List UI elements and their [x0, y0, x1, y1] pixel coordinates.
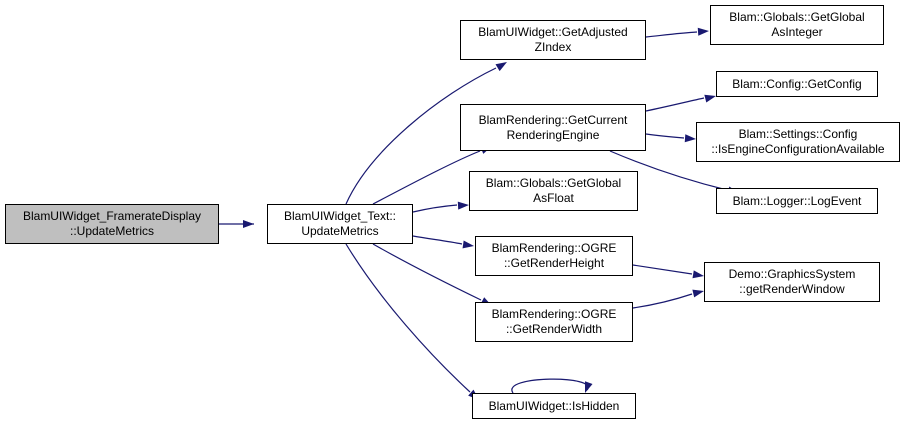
edge-n11-n10 — [632, 293, 693, 309]
arrowhead-n1-n2 — [495, 62, 507, 72]
node-label-line: UpdateMetrics — [301, 224, 379, 238]
edge-n2-n3 — [645, 31, 698, 38]
node-label-line: AsInteger — [771, 25, 823, 39]
node-framerate-display-update-metrics[interactable]: BlamUIWidget_FramerateDisplay ::UpdateMe… — [5, 204, 219, 244]
node-get-global-as-float[interactable]: Blam::Globals::GetGlobal AsFloat — [469, 171, 638, 211]
edge-n4-n7 — [609, 150, 728, 191]
node-text-update-metrics[interactable]: BlamUIWidget_Text:: UpdateMetrics — [267, 204, 413, 244]
arrowhead-n9-n10 — [692, 270, 704, 279]
node-label-line: BlamUIWidget_Text:: — [283, 209, 397, 223]
node-label-line: Demo::GraphicsSystem — [728, 267, 856, 281]
node-label-line: BlamRendering::OGRE — [491, 307, 617, 321]
node-label-line: Blam::Logger::LogEvent — [732, 193, 862, 208]
edge-n9-n10 — [632, 264, 693, 275]
edge-n1-n11 — [372, 243, 482, 301]
node-label-line: Blam::Globals::GetGlobal — [485, 176, 622, 190]
edge-n1-n12 — [345, 243, 471, 393]
arrowhead-n1-n8 — [457, 201, 469, 210]
node-label-line: RenderingEngine — [506, 127, 600, 142]
node-label-line: BlamUIWidget::GetAdjusted — [478, 25, 628, 39]
node-label-line: Blam::Settings::Config — [738, 127, 858, 141]
arrowhead-n4-n6 — [684, 134, 696, 143]
node-label-line: ::IsEngineConfigurationAvailable — [711, 142, 885, 156]
edge-n1-n4 — [372, 150, 481, 205]
node-label-line: BlamUIWidget_FramerateDisplay — [22, 209, 202, 223]
node-get-current-rendering-engine[interactable]: BlamRendering::GetCurrent RenderingEngin… — [460, 104, 646, 151]
node-get-adjusted-zindex[interactable]: BlamUIWidget::GetAdjusted ZIndex — [460, 20, 646, 60]
node-label-line: ::GetRenderHeight — [503, 256, 605, 270]
edge-n1-n8 — [412, 204, 458, 213]
node-get-global-as-integer[interactable]: Blam::Globals::GetGlobal AsInteger — [710, 5, 884, 45]
node-log-event[interactable]: Blam::Logger::LogEvent — [716, 188, 878, 214]
node-get-render-window[interactable]: Demo::GraphicsSystem ::getRenderWindow — [704, 262, 880, 302]
node-is-engine-configuration-available[interactable]: Blam::Settings::Config ::IsEngineConfigu… — [696, 122, 900, 162]
arrowhead-n4-n5 — [704, 94, 716, 103]
edge-n1-n9 — [412, 235, 463, 245]
edge-n4-n5 — [645, 97, 705, 112]
node-get-render-height[interactable]: BlamRendering::OGRE ::GetRenderHeight — [475, 236, 633, 276]
arrowhead-n1-n9 — [462, 240, 474, 249]
arrowhead-n0-n1 — [243, 220, 254, 228]
edge-n4-n6 — [645, 133, 685, 139]
node-label-line: BlamRendering::OGRE — [491, 241, 617, 255]
node-is-hidden[interactable]: BlamUIWidget::IsHidden — [472, 393, 636, 419]
arrowhead-n12-n12 — [585, 381, 593, 393]
edge-n1-n2 — [345, 67, 497, 205]
node-get-config[interactable]: Blam::Config::GetConfig — [716, 71, 878, 97]
arrowhead-n11-n10 — [692, 289, 704, 298]
node-label-line: ZIndex — [534, 40, 572, 54]
arrowhead-n2-n3 — [697, 27, 709, 36]
node-label-line: ::getRenderWindow — [739, 282, 845, 296]
edge-n12-n12 — [511, 378, 589, 394]
node-label-line: BlamRendering::GetCurrent — [478, 112, 628, 127]
node-label-line: Blam::Config::GetConfig — [732, 76, 862, 91]
node-get-render-width[interactable]: BlamRendering::OGRE ::GetRenderWidth — [475, 302, 633, 342]
node-label-line: AsFloat — [533, 191, 574, 205]
node-label-line: BlamUIWidget::IsHidden — [488, 398, 620, 413]
node-label-line: Blam::Globals::GetGlobal — [729, 10, 865, 24]
node-label-line: ::GetRenderWidth — [505, 322, 603, 336]
node-label-line: ::UpdateMetrics — [69, 224, 155, 238]
